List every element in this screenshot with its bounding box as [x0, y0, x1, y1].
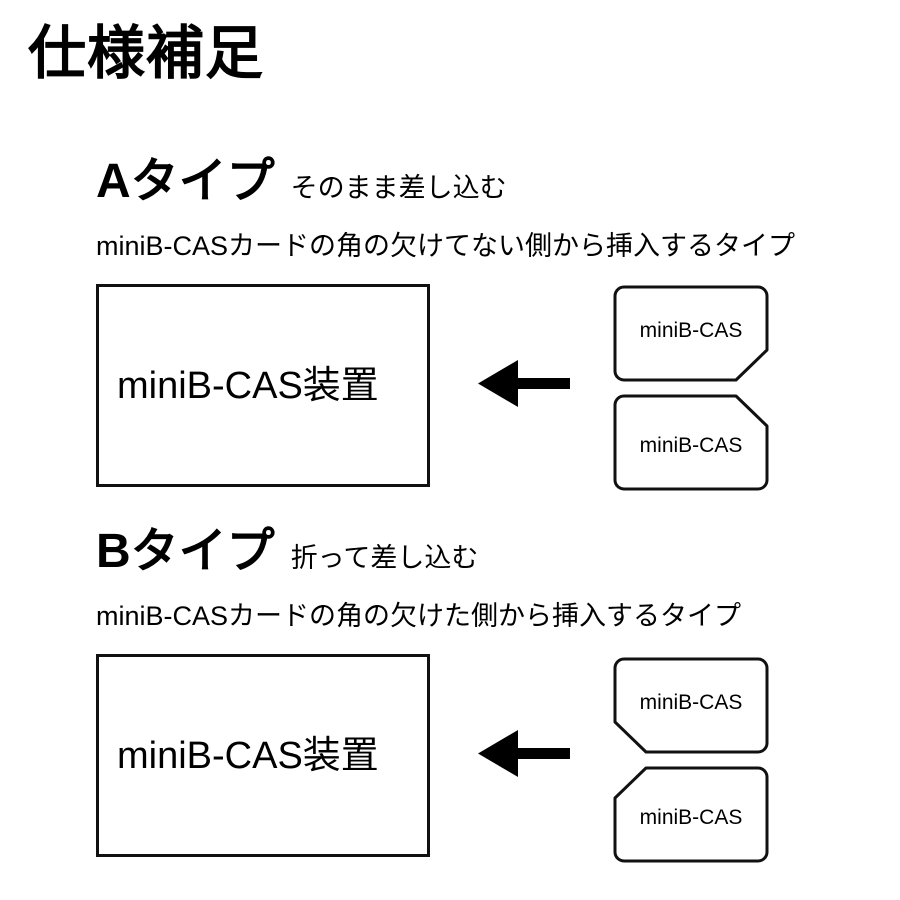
section-a-title: Aタイプ — [96, 155, 275, 208]
page-title: 仕様補足 — [28, 21, 265, 86]
arrow-left-icon — [478, 356, 570, 412]
section-a-description: miniB-CASカードの角の欠けてない側から挿入するタイプ — [96, 231, 796, 261]
section-b-device-box: miniB-CAS装置 — [96, 654, 430, 857]
section-b-title: Bタイプ — [96, 525, 275, 578]
section-b-device-label: miniB-CAS装置 — [117, 734, 379, 777]
section-b-description: miniB-CASカードの角の欠けた側から挿入するタイプ — [96, 601, 742, 631]
sim-card-a1: miniB-CAS — [612, 284, 770, 383]
section-a-device-box: miniB-CAS装置 — [96, 284, 430, 487]
section-a-device-label: miniB-CAS装置 — [117, 364, 379, 407]
section-a-subtitle: そのまま差し込む — [290, 173, 507, 203]
section-b-heading: Bタイプ 折って差し込む — [96, 528, 478, 576]
section-a-heading: Aタイプ そのまま差し込む — [96, 158, 507, 206]
sim-card-b1: miniB-CAS — [612, 656, 770, 755]
section-b-subtitle: 折って差し込む — [290, 543, 479, 573]
arrow-left-icon — [478, 726, 570, 782]
sim-card-a2: miniB-CAS — [612, 393, 770, 492]
sim-card-b2: miniB-CAS — [612, 765, 770, 864]
